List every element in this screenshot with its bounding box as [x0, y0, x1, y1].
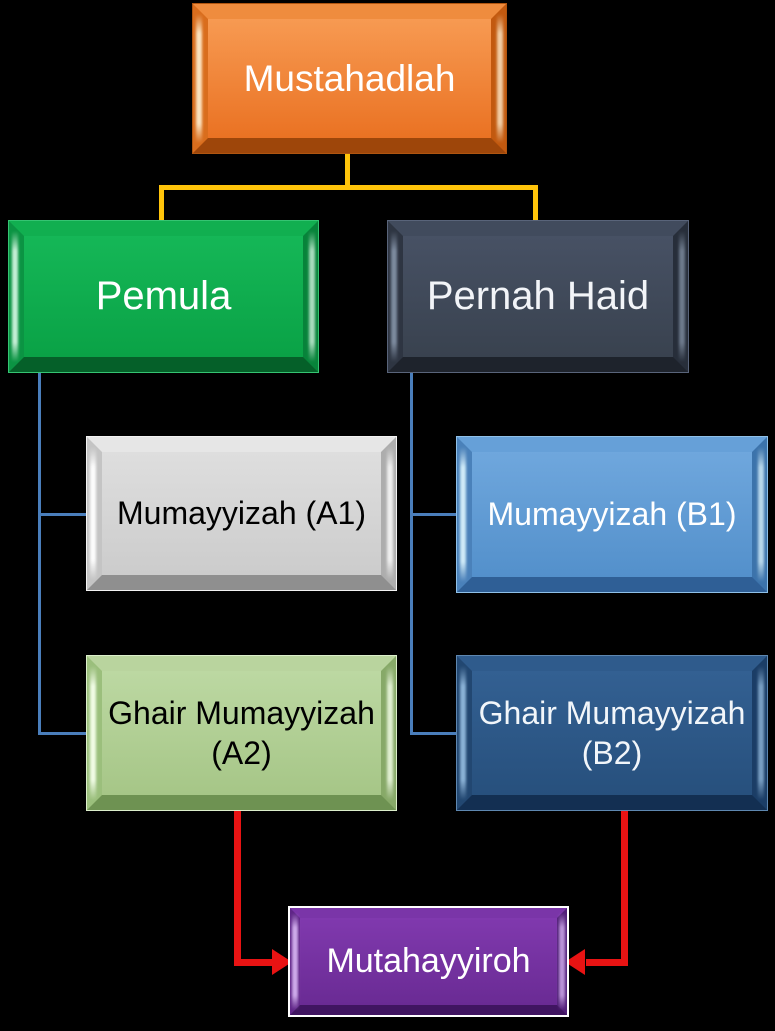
- node-mustahadlah-label: Mustahadlah: [243, 57, 456, 99]
- node-ghair-mumayyizah-a2-label: Ghair Mumayyizah (A2): [108, 695, 375, 771]
- node-pemula-label: Pemula: [95, 274, 232, 318]
- node-ghair-mumayyizah-b2-face: Ghair Mumayyizah (B2): [472, 671, 752, 795]
- connector-pemula-to-a2: [38, 732, 89, 735]
- node-mutahayyiroh-label: Mutahayyiroh: [326, 942, 531, 980]
- node-mumayyizah-b1-face: Mumayyizah (B1): [472, 452, 752, 577]
- connector-a2-to-mutahayyiroh-horizontal: [234, 959, 274, 966]
- node-mumayyizah-b1: Mumayyizah (B1): [457, 437, 767, 592]
- node-pernah-haid-label: Pernah Haid: [426, 274, 650, 318]
- node-mutahayyiroh-face: Mutahayyiroh: [300, 918, 557, 1005]
- connector-pernah-haid-trunk: [410, 372, 413, 735]
- connector-pernah-haid-to-b2: [410, 732, 459, 735]
- node-mutahayyiroh: Mutahayyiroh: [290, 908, 567, 1015]
- arrowhead-left-icon: [565, 949, 585, 975]
- connector-a2-to-mutahayyiroh-vertical: [234, 811, 241, 966]
- connector-b2-to-mutahayyiroh-vertical: [621, 811, 628, 966]
- node-mumayyizah-a1-label: Mumayyizah (A1): [117, 495, 366, 531]
- connector-pemula-trunk: [38, 372, 41, 735]
- connector-mustahadlah-stem: [345, 152, 350, 188]
- connector-pemula-to-a1: [38, 513, 89, 516]
- node-ghair-mumayyizah-b2: Ghair Mumayyizah (B2): [457, 656, 767, 810]
- node-mustahadlah: Mustahadlah: [193, 4, 506, 153]
- node-mustahadlah-face: Mustahadlah: [208, 19, 491, 138]
- connector-mustahadlah-to-pemula: [159, 188, 164, 221]
- node-mumayyizah-a1-face: Mumayyizah (A1): [102, 452, 381, 575]
- node-ghair-mumayyizah-b2-label: Ghair Mumayyizah (B2): [478, 695, 746, 771]
- node-pemula: Pemula: [9, 221, 318, 372]
- connector-b2-to-mutahayyiroh-horizontal: [586, 959, 628, 966]
- node-pemula-face: Pemula: [24, 236, 303, 357]
- node-pernah-haid: Pernah Haid: [388, 221, 688, 372]
- node-mumayyizah-a1: Mumayyizah (A1): [87, 437, 396, 590]
- node-mumayyizah-b1-label: Mumayyizah (B1): [487, 496, 737, 532]
- connector-pernah-haid-to-b1: [410, 513, 459, 516]
- node-ghair-mumayyizah-a2-face: Ghair Mumayyizah (A2): [102, 671, 381, 795]
- node-ghair-mumayyizah-a2: Ghair Mumayyizah (A2): [87, 656, 396, 810]
- connector-mustahadlah-crossbar: [159, 185, 538, 190]
- connector-mustahadlah-to-pernah-haid: [533, 188, 538, 221]
- arrowhead-right-icon: [272, 949, 292, 975]
- node-pernah-haid-face: Pernah Haid: [403, 236, 673, 357]
